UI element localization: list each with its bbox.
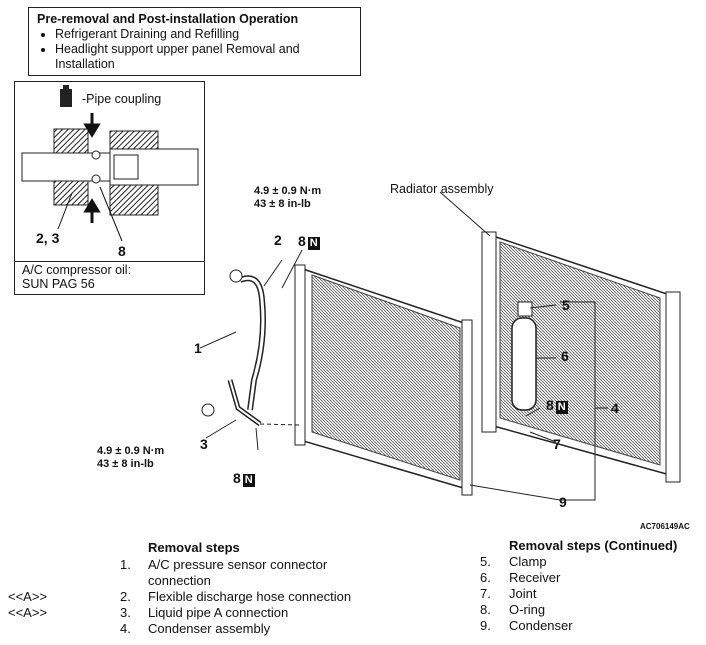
step-number: 9.: [480, 618, 491, 633]
new-part-badge: N: [555, 401, 568, 414]
radiator-assembly-label: Radiator assembly: [390, 182, 494, 196]
new-part-badge: N: [242, 474, 255, 487]
removal-steps-cont-heading: Removal steps (Continued): [509, 538, 678, 553]
callout-5: 5: [562, 297, 570, 313]
pre-removal-box: Pre-removal and Post-installation Operat…: [28, 7, 361, 76]
torque-spec-top: 4.9 ± 0.9 N·m 43 ± 8 in-lb: [254, 185, 321, 211]
callout-2: 2: [274, 232, 282, 248]
pre-removal-item: Headlight support upper panel Removal an…: [55, 42, 352, 72]
condenser: [294, 264, 473, 496]
step-number: 1.: [120, 557, 131, 572]
callout-8-bottom-text: 8: [233, 470, 241, 486]
step-number: 3.: [120, 605, 131, 620]
removal-steps: Removal steps 1. A/C pressure sensor con…: [0, 540, 380, 640]
condenser-exploded-drawing: [200, 191, 681, 501]
torque-top-nm: 4.9 ± 0.9 N·m: [254, 185, 322, 197]
step-text: O-ring: [509, 602, 546, 617]
pre-removal-item: Refrigerant Draining and Refilling: [55, 27, 352, 42]
step-text: Condenser: [509, 618, 573, 633]
removal-steps-continued: Removal steps (Continued) 5. Clamp 6. Re…: [470, 538, 700, 638]
callout-7: 7: [553, 436, 561, 452]
pipe-coupling-drawing: [21, 85, 199, 242]
step-number: 5.: [480, 554, 491, 569]
removal-steps-heading: Removal steps: [148, 540, 240, 555]
step-number: 7.: [480, 586, 491, 601]
pre-removal-title: Pre-removal and Post-installation Operat…: [37, 12, 299, 26]
pipe-coupling-label: -Pipe coupling: [82, 92, 162, 106]
torque-top-inlb: 43 ± 8 in-lb: [254, 198, 311, 210]
callout-4: 4: [611, 400, 619, 416]
step-text: Liquid pipe A connection: [148, 605, 289, 620]
step-text: A/C pressure sensor connector: [148, 557, 328, 572]
torque-spec-bottom: 4.9 ± 0.9 N·m 43 ± 8 in-lb: [97, 445, 164, 471]
oil-can-icon: [60, 85, 72, 107]
step-text: Flexible discharge hose connection: [148, 589, 352, 604]
detail-divider: [14, 261, 205, 262]
step-number: 4.: [120, 621, 131, 636]
step-prefix: <<A>>: [8, 589, 48, 604]
callout-6: 6: [561, 348, 569, 364]
callout-3: 3: [200, 436, 208, 452]
step-text: Receiver: [509, 570, 561, 585]
callout-8-receiver-text: 8: [546, 397, 554, 413]
radiator-assembly: [481, 231, 681, 483]
oil-spec-line1: A/C compressor oil:: [22, 263, 132, 277]
callout-1: 1: [194, 340, 202, 356]
callout-2-3: 2, 3: [36, 230, 60, 246]
callout-8-top-text: 8: [298, 233, 306, 249]
step-number: 8.: [480, 602, 491, 617]
receiver: [511, 301, 537, 411]
step-text: Joint: [509, 586, 537, 601]
step-prefix: <<A>>: [8, 605, 48, 620]
step-number: 2.: [120, 589, 131, 604]
callout-8-detail: 8: [118, 243, 126, 259]
oil-spec-line2: SUN PAG 56: [22, 277, 95, 291]
torque-bottom-inlb: 43 ± 8 in-lb: [97, 458, 154, 470]
pre-removal-list: Refrigerant Draining and Refilling Headl…: [37, 27, 352, 72]
callout-9: 9: [559, 494, 567, 510]
step-text: connection: [148, 573, 211, 588]
step-text: Clamp: [509, 554, 547, 569]
torque-bottom-nm: 4.9 ± 0.9 N·m: [97, 445, 165, 457]
step-text: Condenser assembly: [148, 621, 271, 636]
pipe-coupling-detail: [14, 81, 205, 295]
step-number: 6.: [480, 570, 491, 585]
new-part-badge: N: [307, 237, 320, 250]
figure-code: AC706149AC: [640, 522, 690, 531]
